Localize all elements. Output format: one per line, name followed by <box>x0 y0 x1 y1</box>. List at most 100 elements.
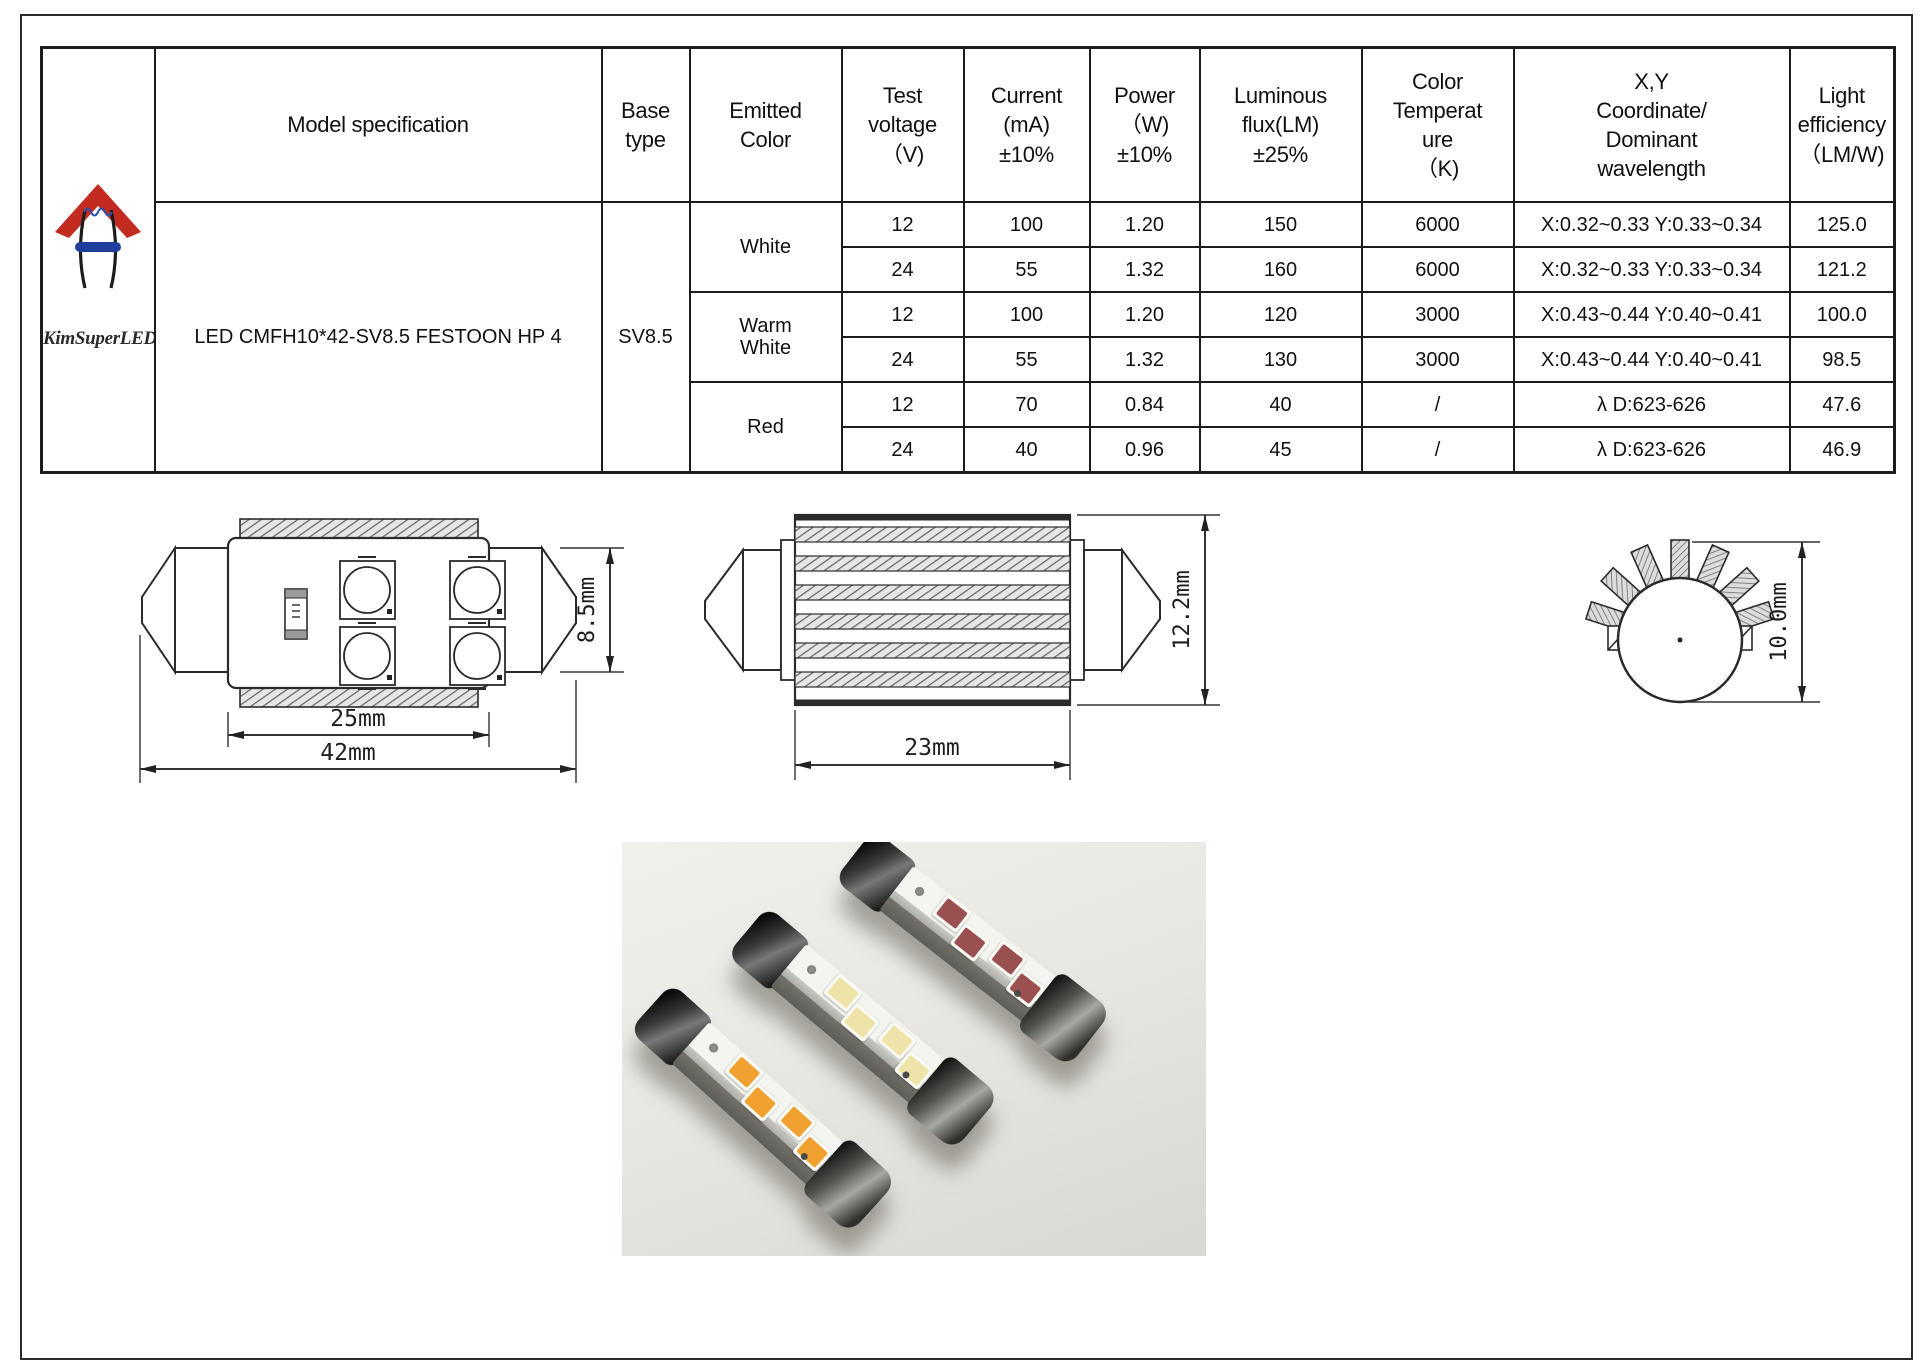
cap-cylinder-left <box>742 549 782 671</box>
spec-cell: 12 <box>840 291 965 338</box>
page-border <box>20 14 1913 1360</box>
logo-filament-wave <box>83 207 114 217</box>
spec-cell: 150 <box>1198 201 1363 248</box>
center-mark <box>1677 637 1683 643</box>
spec-cell: 0.96 <box>1088 426 1201 474</box>
cap-cone-right <box>1121 546 1161 674</box>
dim-23mm <box>794 710 1071 780</box>
spec-cell: 130 <box>1198 336 1363 383</box>
col-header-xy: X,Y Coordinate/ Dominant wavelength <box>1512 46 1791 203</box>
col-header-base: Base type <box>600 46 691 203</box>
spec-cell: λ D:623-626 <box>1512 426 1791 474</box>
spec-cell: / <box>1360 381 1515 428</box>
spec-cell: X:0.43~0.44 Y:0.40~0.41 <box>1512 291 1791 338</box>
spec-cell: 1.32 <box>1088 336 1201 383</box>
col-header-power: Power （W) ±10% <box>1088 46 1201 203</box>
side-view-drawing: 23mm 12.2mm <box>704 513 1220 780</box>
spec-cell: 1.20 <box>1088 201 1201 248</box>
collar-left <box>780 539 796 681</box>
dim-42mm <box>139 635 577 783</box>
resistor-component <box>284 588 308 640</box>
spec-cell: 125.0 <box>1788 201 1896 248</box>
dim-10-0mm <box>1688 541 1820 703</box>
col-header-temp: Color Temperat ure （K) <box>1360 46 1515 203</box>
spec-cell: 70 <box>962 381 1091 428</box>
spec-cell: 1.32 <box>1088 246 1201 293</box>
dim-12-2mm <box>1077 514 1220 706</box>
heatsink-strip-bottom <box>239 687 479 708</box>
product-photo <box>622 842 1206 1256</box>
led-packages <box>339 556 506 690</box>
emitted-color-red: Red <box>688 381 843 474</box>
spec-cell: 100 <box>962 201 1091 248</box>
screw-mark <box>913 885 926 898</box>
spec-cell: 100 <box>962 291 1091 338</box>
col-header-voltage: Test voltage （V) <box>840 46 965 203</box>
spec-cell: X:0.43~0.44 Y:0.40~0.41 <box>1512 336 1791 383</box>
col-header-flux: Luminous flux(LM) ±25% <box>1198 46 1363 203</box>
dim-label-23mm: 23mm <box>904 735 959 761</box>
brand-logo: KimSuperLED <box>43 140 155 380</box>
dim-25mm <box>227 712 490 747</box>
spec-cell: 1.20 <box>1088 291 1201 338</box>
emitted-color-white: White <box>688 201 843 293</box>
col-header-current: Current (mA) ±10% <box>962 46 1091 203</box>
cap-cylinder-left <box>174 547 229 673</box>
brand-logo-icon <box>55 183 142 289</box>
bulb-pcb <box>879 865 1061 1025</box>
heatsink-body <box>793 513 1072 707</box>
dim-label-10-0mm: 10.0mm <box>1767 582 1792 661</box>
spec-cell: 160 <box>1198 246 1363 293</box>
spec-cell: 55 <box>962 336 1091 383</box>
spec-cell: X:0.32~0.33 Y:0.33~0.34 <box>1512 201 1791 248</box>
base-type: SV8.5 <box>600 201 691 474</box>
cap-cone-left <box>704 546 744 674</box>
spec-cell: 40 <box>1198 381 1363 428</box>
cap-cone-right <box>541 544 577 676</box>
screw-mark <box>805 963 818 976</box>
emitted-color-warm-white: Warm White <box>688 291 843 383</box>
spec-cell: 24 <box>840 426 965 474</box>
spec-cell: λ D:623-626 <box>1512 381 1791 428</box>
collar-right <box>1069 539 1085 681</box>
model-specification: LED CMFH10*42-SV8.5 FESTOON HP 4 <box>153 201 603 474</box>
spec-cell: 3000 <box>1360 291 1515 338</box>
spec-cell: 45 <box>1198 426 1363 474</box>
spec-cell: / <box>1360 426 1515 474</box>
dim-label-8-5mm: 8.5mm <box>575 577 600 643</box>
col-header-model: Model specification <box>153 46 603 203</box>
col-header-color: Emitted Color <box>688 46 843 203</box>
spec-cell: 100.0 <box>1788 291 1896 338</box>
heatsink-strip-top <box>239 518 479 539</box>
cap-cylinder-right <box>1083 549 1123 671</box>
spec-cell: 121.2 <box>1788 246 1896 293</box>
spec-cell: 98.5 <box>1788 336 1896 383</box>
front-view-drawing: 25mm 42mm 8.5mm <box>139 518 624 783</box>
spec-cell: 120 <box>1198 291 1363 338</box>
dim-label-25mm: 25mm <box>330 706 385 732</box>
brand-name: KimSuperLED <box>43 327 155 349</box>
spec-cell: 55 <box>962 246 1091 293</box>
dim-label-12-2mm: 12.2mm <box>1170 570 1195 649</box>
brand-logo-cell: KimSuperLED <box>40 46 156 474</box>
spec-cell: 24 <box>840 336 965 383</box>
spec-cell: 12 <box>840 201 965 248</box>
screw-mark <box>707 1041 720 1055</box>
spec-cell: 6000 <box>1360 201 1515 248</box>
spec-cell: 6000 <box>1360 246 1515 293</box>
spec-cell: 0.84 <box>1088 381 1201 428</box>
spec-cell: 24 <box>840 246 965 293</box>
logo-bar <box>75 241 122 252</box>
spec-cell: 47.6 <box>1788 381 1896 428</box>
spec-cell: 3000 <box>1360 336 1515 383</box>
dim-8-5mm <box>560 547 624 673</box>
end-view-drawing: 10.0mm <box>1584 539 1820 704</box>
cap-cone-left <box>141 544 176 676</box>
col-header-eff: Light efficiency （LM/W) <box>1788 46 1896 203</box>
spec-cell: 12 <box>840 381 965 428</box>
dim-label-42mm: 42mm <box>320 740 375 766</box>
spec-cell: 40 <box>962 426 1091 474</box>
bulb-pcb <box>770 943 949 1107</box>
spec-cell: X:0.32~0.33 Y:0.33~0.34 <box>1512 246 1791 293</box>
spec-cell: 46.9 <box>1788 426 1896 474</box>
